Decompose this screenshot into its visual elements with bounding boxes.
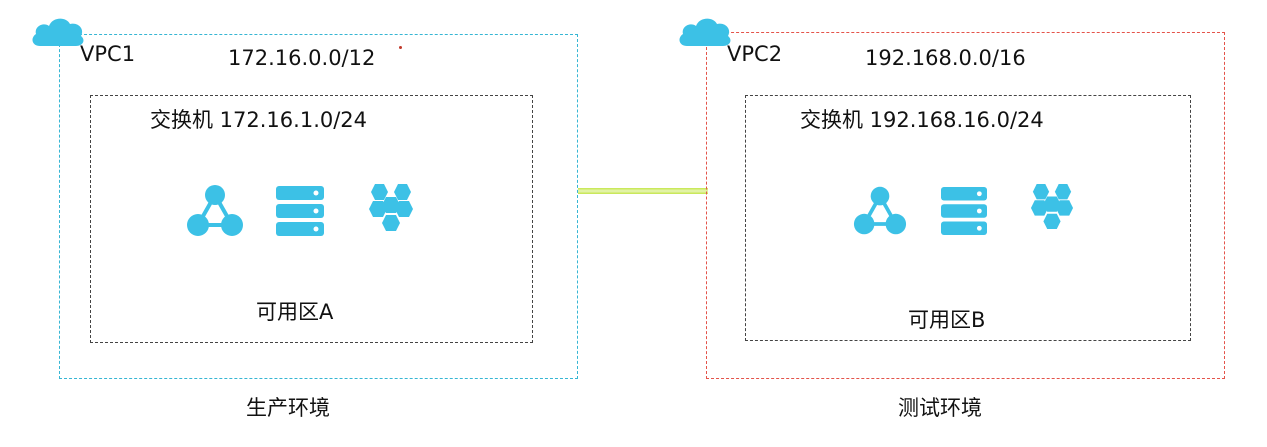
zone-a-boundary [90,95,533,343]
zone-a-label: 可用区A [256,300,334,324]
vpc2-boundary [706,32,1225,379]
vpc1-cidr: 172.16.0.0/12 [228,46,376,70]
vpc1-environment-label: 生产环境 [246,396,330,420]
vpc2-switch-label: 交换机 192.168.16.0/24 [800,108,1044,132]
container-hexagon-icon [369,184,413,231]
vpc1-switch-label: 交换机 172.16.1.0/24 [150,108,368,132]
cloud-icon [679,18,731,46]
network-topology-icon [187,185,243,236]
vpc-peering-connection [578,188,708,194]
zone-b-label: 可用区B [908,308,986,332]
vpc1-name: VPC1 [80,42,136,66]
network-topology-icon [853,186,907,235]
vpc2-cidr: 192.168.0.0/16 [865,46,1026,70]
server-stack-icon [276,186,324,236]
decorative-dot [399,46,402,49]
zone-b-boundary [745,95,1191,341]
server-stack-icon [941,187,987,235]
cloud-icon [32,18,84,46]
vpc1-boundary [59,34,578,379]
vpc2-name: VPC2 [727,42,783,66]
vpc2-environment-label: 测试环境 [898,396,982,420]
container-hexagon-icon [1030,184,1074,229]
